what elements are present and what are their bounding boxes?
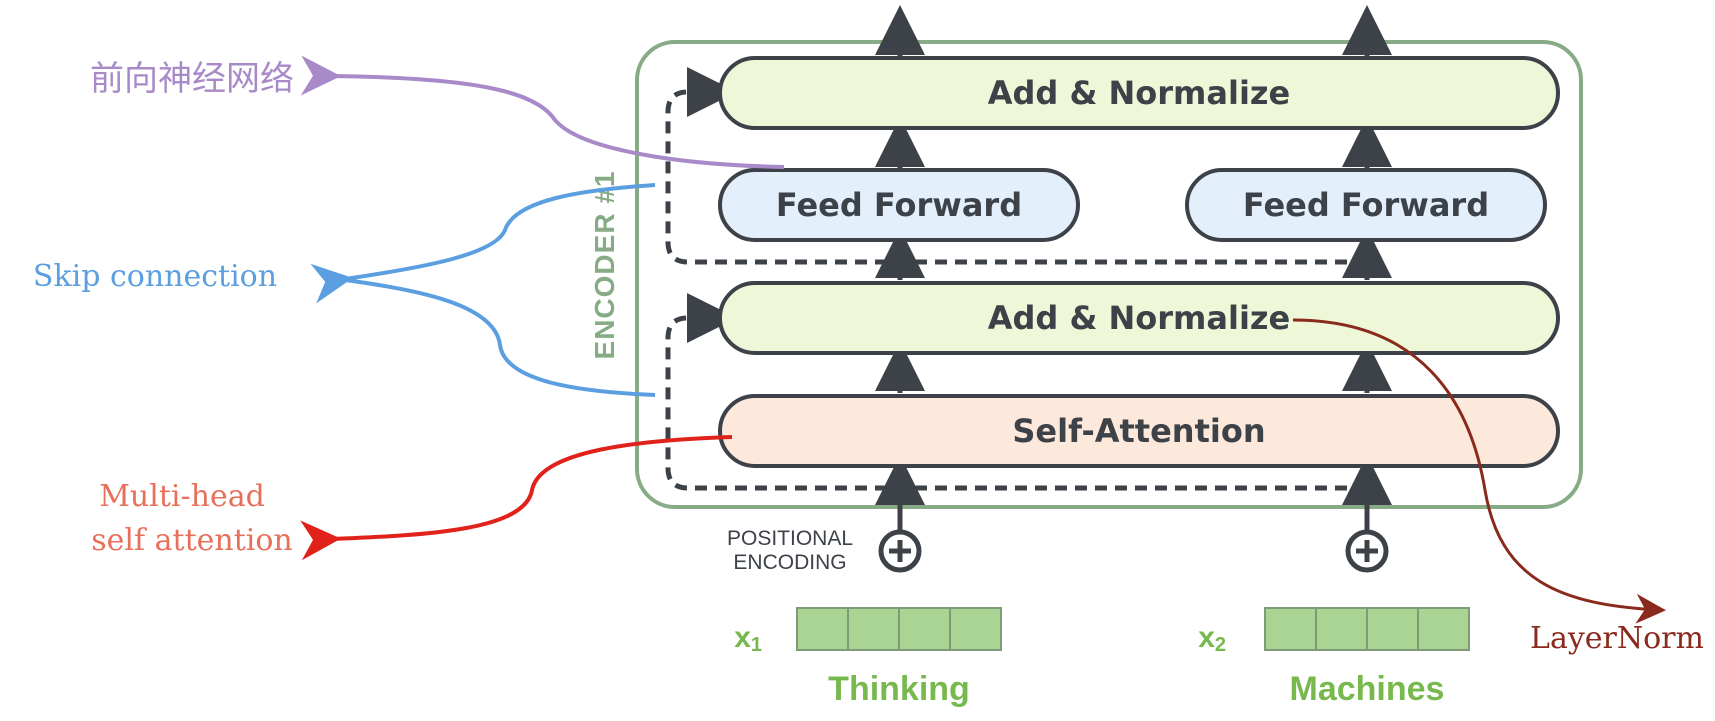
input-vector-x1: x1 Thinking <box>734 607 1002 708</box>
plus-icon <box>1345 529 1389 573</box>
mhsa-annotation-curve <box>300 435 733 561</box>
svg-text:Add & Normalize: Add & Normalize <box>988 299 1291 337</box>
encoder-frame <box>635 40 1583 509</box>
input-word-machines: Machines <box>1290 670 1445 708</box>
svg-text:ENCODING: ENCODING <box>733 551 846 574</box>
svg-text:POSITIONAL: POSITIONAL <box>727 527 853 550</box>
box-feed-forward-right: Feed Forward <box>1185 168 1547 242</box>
annotation-skip-connection: Skip connection <box>33 259 277 294</box>
skip-annotation-curve-lower <box>344 278 656 397</box>
box-self-attention: Self-Attention <box>718 394 1560 468</box>
svg-text:Feed Forward: Feed Forward <box>1243 186 1489 224</box>
annotation-mhsa-line2: self attention <box>91 523 293 558</box>
skip-annotation-curve-upper <box>310 183 656 304</box>
annotation-mhsa-line1: Multi-head <box>99 479 265 514</box>
positional-encoding-label: POSITIONAL ENCODING <box>727 527 853 574</box>
input-vector-x2: x2 Machines <box>1198 607 1470 708</box>
svg-text:x2: x2 <box>1198 621 1226 656</box>
plus-icon <box>878 529 922 573</box>
residual-dashed-paths <box>665 67 1367 491</box>
box-add-norm-top: Add & Normalize <box>718 56 1560 130</box>
ffn-annotation-curve <box>300 55 785 169</box>
annotation-ffn: 前向神经网络 <box>90 59 294 99</box>
svg-text:Feed Forward: Feed Forward <box>776 186 1022 224</box>
annotation-layernorm: LayerNorm <box>1530 621 1704 656</box>
svg-text:x1: x1 <box>734 621 762 656</box>
input-word-thinking: Thinking <box>828 670 970 708</box>
box-add-norm-bottom: Add & Normalize <box>718 281 1560 355</box>
encoder-label: ENCODER #1 <box>589 171 620 360</box>
svg-text:Add & Normalize: Add & Normalize <box>988 74 1291 112</box>
layernorm-annotation-curve <box>1292 318 1666 624</box>
svg-text:Self-Attention: Self-Attention <box>1012 412 1265 450</box>
box-feed-forward-left: Feed Forward <box>718 168 1080 242</box>
